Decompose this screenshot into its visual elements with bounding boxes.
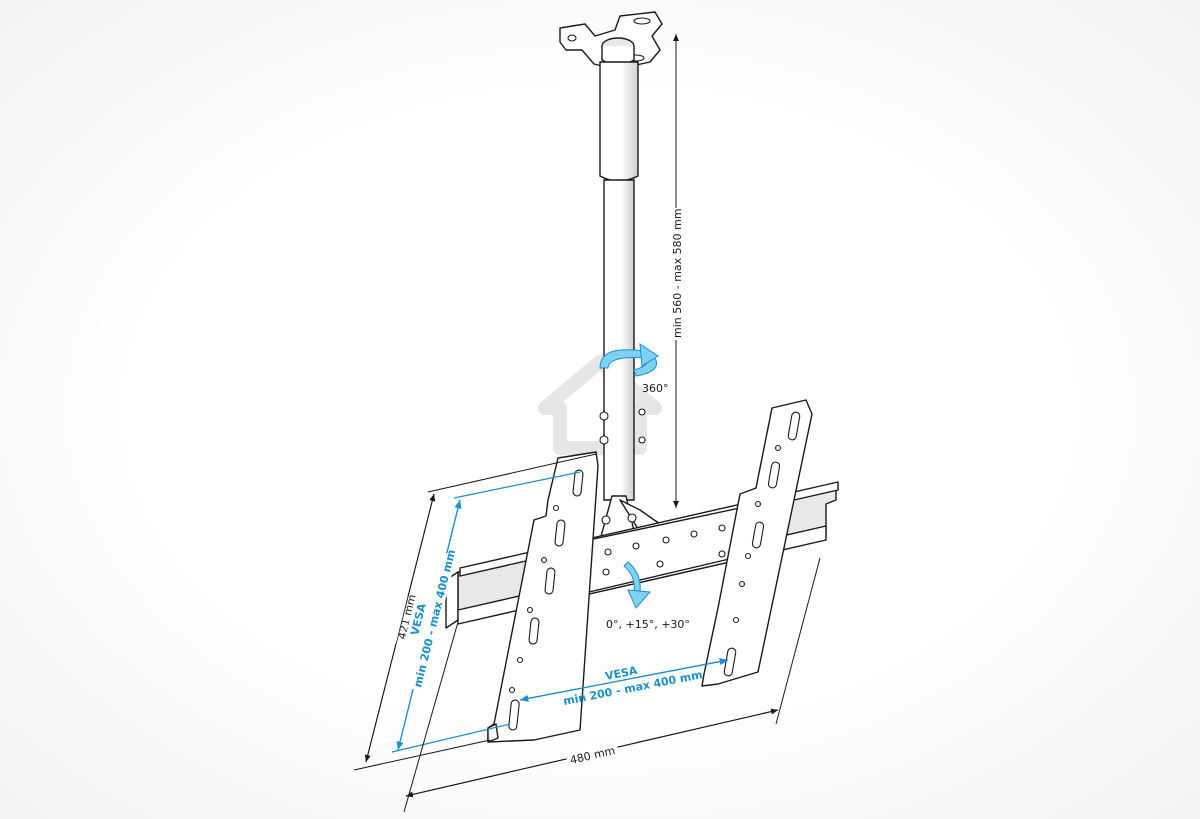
rotation-arrow-icon [599, 343, 659, 377]
height-dimension-line [353, 453, 597, 771]
right-vertical-arm [701, 399, 813, 687]
tilt-arrow-icon [623, 561, 652, 609]
pole-lower [599, 179, 646, 501]
pole-upper [599, 61, 639, 182]
ceiling-plate [559, 11, 663, 69]
vesa-horizontal-line [519, 658, 729, 702]
pole-length-label: min 560 - max 580 mm [671, 208, 684, 338]
tilt-label: 0°, +15°, +30° [606, 618, 690, 631]
vesa-horizontal-title: VESA [604, 664, 639, 683]
rotation-label: 360° [642, 382, 669, 395]
tilt-bracket [599, 495, 661, 541]
